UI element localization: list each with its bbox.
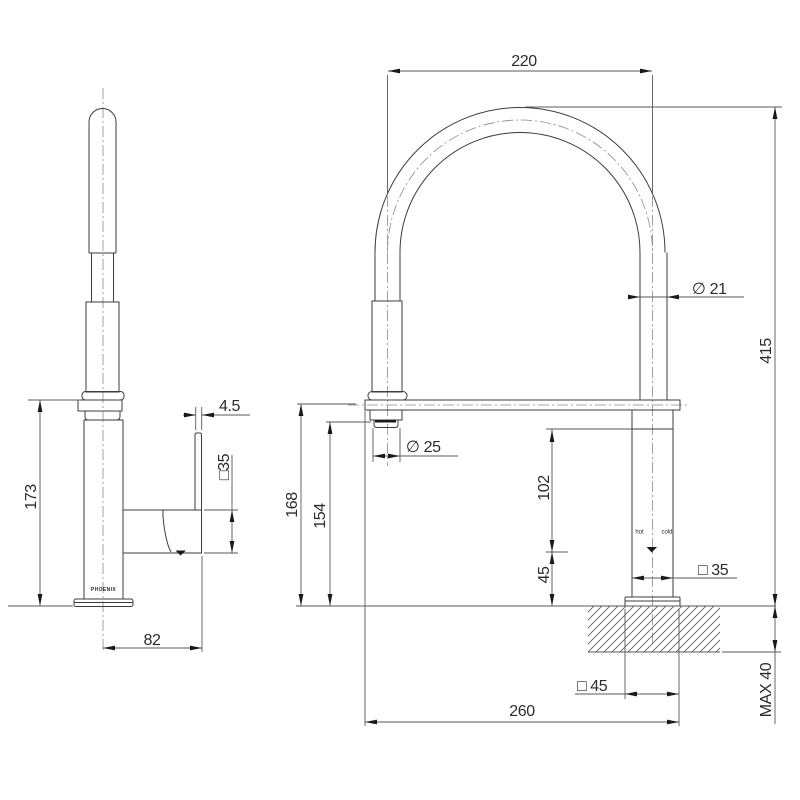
side-temp-indicator bbox=[175, 550, 186, 556]
dim-hose-diameter-21: ∅ 21 bbox=[628, 281, 744, 300]
dim-label-82: 82 bbox=[144, 632, 161, 649]
side-body-column bbox=[83, 419, 124, 600]
dim-label-220: 220 bbox=[511, 53, 537, 70]
dim-body-size-35: □ 35 bbox=[632, 562, 737, 581]
side-spray-head bbox=[85, 301, 120, 393]
dim-height-173: 173 bbox=[23, 399, 80, 606]
dim-arc-width-220: 220 bbox=[387, 53, 653, 193]
front-aerator-band bbox=[375, 420, 396, 423]
dim-label-154: 154 bbox=[312, 503, 329, 529]
dim-height-415: 415 bbox=[525, 106, 782, 724]
front-hose-arch bbox=[374, 107, 668, 400]
dim-bench-max-40: MAX 40 bbox=[722, 606, 781, 717]
front-head-body bbox=[371, 300, 403, 393]
side-spout-body bbox=[73, 108, 134, 607]
dim-projection-260: 260 bbox=[364, 411, 679, 726]
dim-handle-35: □35 bbox=[204, 453, 238, 554]
support-arm bbox=[364, 399, 681, 411]
dim-lever-4-5: 4.5 bbox=[183, 398, 250, 430]
side-handle-body bbox=[122, 509, 202, 554]
dim-label-45: 45 bbox=[536, 566, 553, 583]
dim-upper-body-102: 102 bbox=[536, 428, 632, 606]
front-view: hot cold 220 ∅ 21 415 bbox=[284, 53, 782, 726]
side-handle-assembly bbox=[122, 432, 202, 556]
front-nozzle bbox=[373, 420, 399, 428]
hose-arc-centerline bbox=[387, 119, 653, 253]
dim-label-base-45: □ 45 bbox=[577, 678, 608, 695]
dim-base-size-45: □ 45 bbox=[575, 609, 680, 726]
hot-label: hot bbox=[635, 530, 644, 536]
dim-reach-82: 82 bbox=[103, 556, 203, 652]
cold-label: cold bbox=[661, 530, 672, 536]
front-holder bbox=[369, 409, 403, 421]
hose-outer-arc bbox=[374, 107, 666, 253]
dim-arm-height-168: 168 bbox=[284, 403, 356, 606]
bench-section-hatch bbox=[588, 606, 720, 652]
brand-label: PHOENIX bbox=[91, 587, 117, 593]
dim-label-handle-35: □35 bbox=[216, 453, 233, 480]
dim-label-25: ∅ 25 bbox=[406, 439, 441, 456]
dim-label-max-40: MAX 40 bbox=[758, 662, 775, 717]
dim-label-168: 168 bbox=[284, 492, 301, 518]
mixer-indicator bbox=[646, 547, 657, 553]
side-spout-tube bbox=[88, 108, 117, 253]
side-holder bbox=[77, 399, 123, 412]
dim-label-21: ∅ 21 bbox=[692, 281, 727, 298]
dim-label-260: 260 bbox=[509, 703, 535, 720]
dim-label-415: 415 bbox=[758, 338, 775, 364]
side-handle-lever bbox=[194, 432, 202, 510]
dim-lower-body-45: 45 bbox=[536, 552, 555, 606]
side-collar bbox=[84, 411, 121, 421]
dim-outlet-diameter-25: ∅ 25 bbox=[372, 428, 458, 462]
side-view: PHOENIX 173 82 4.5 bbox=[8, 88, 250, 653]
dim-label-173: 173 bbox=[23, 484, 40, 510]
hose-inner-arc bbox=[399, 132, 641, 253]
dim-outlet-clearance-154: 154 bbox=[312, 421, 371, 606]
dim-label-4-5: 4.5 bbox=[219, 398, 241, 415]
dim-label-102: 102 bbox=[536, 475, 553, 501]
front-spray-head bbox=[367, 300, 408, 428]
dim-label-body-35: □ 35 bbox=[698, 562, 729, 579]
